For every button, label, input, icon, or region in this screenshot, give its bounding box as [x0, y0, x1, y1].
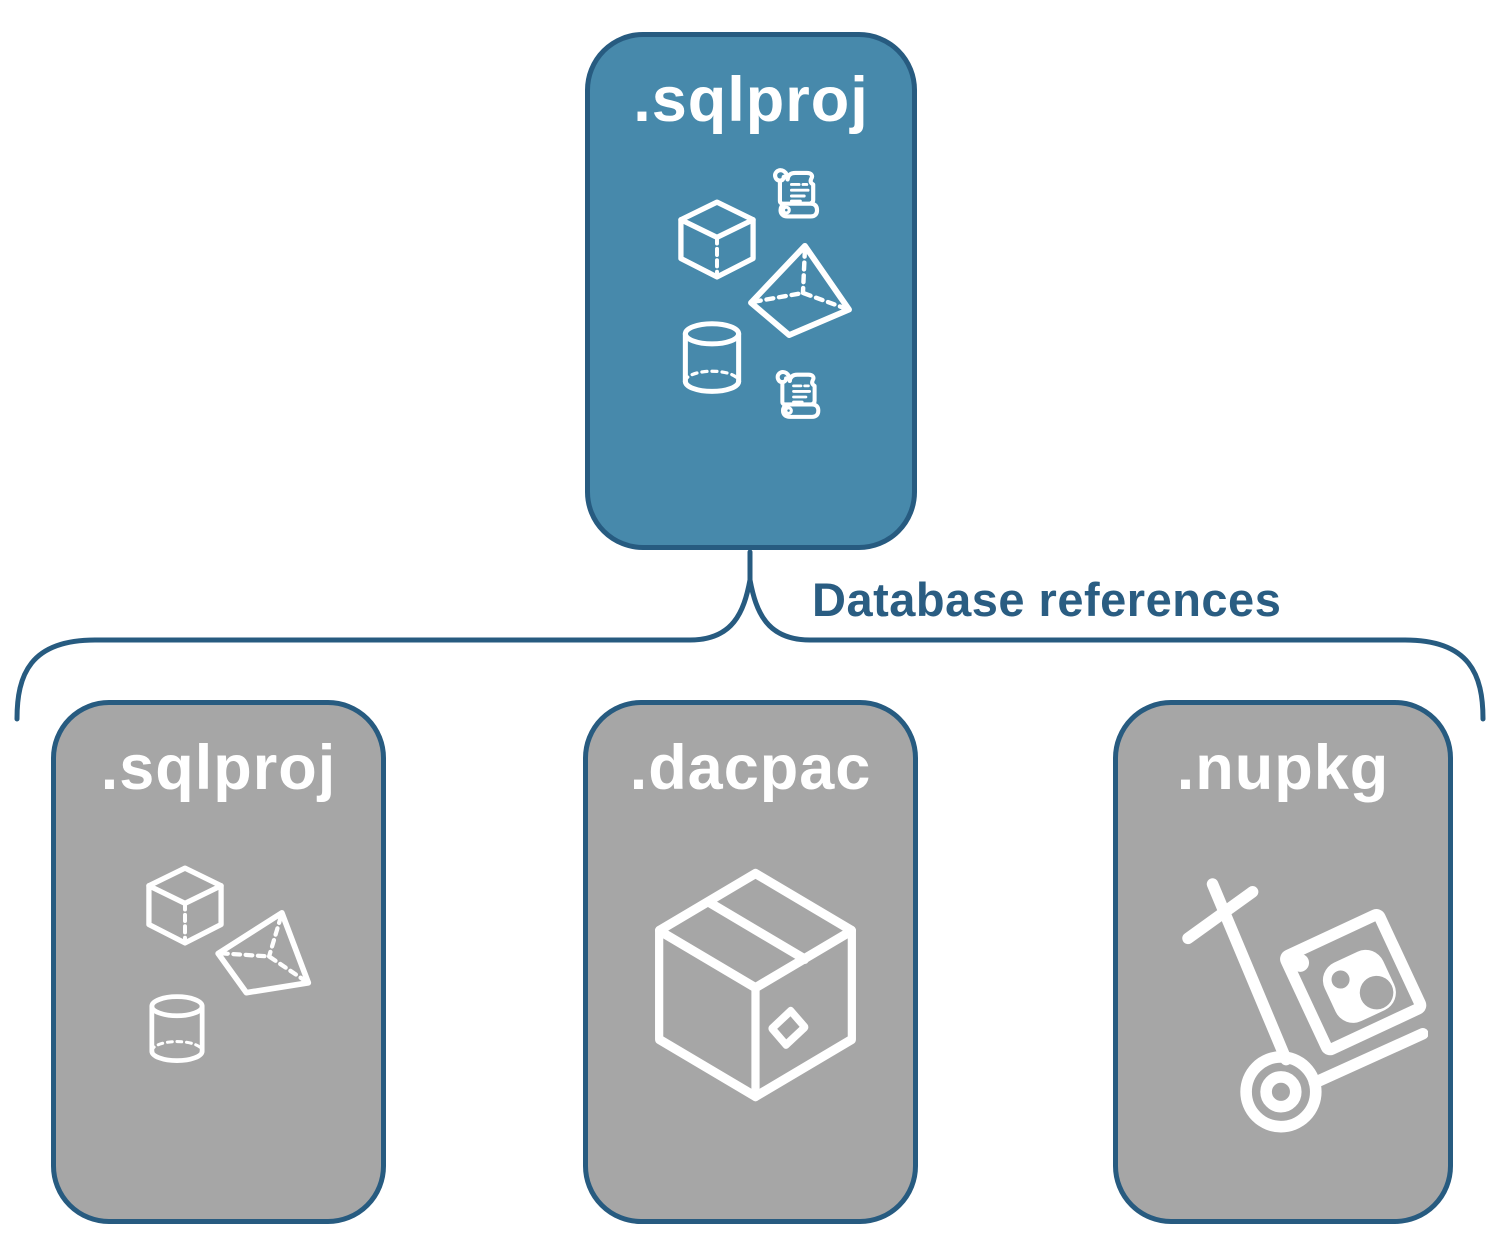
scroll-icon	[765, 365, 827, 429]
node-child-dacpac: .dacpac	[583, 700, 918, 1224]
cube-icon	[673, 195, 761, 285]
node-title: .dacpac	[629, 733, 872, 803]
node-child-sqlproj: .sqlproj	[51, 700, 386, 1224]
node-title: .nupkg	[1176, 733, 1390, 803]
node-root-sqlproj: .sqlproj	[585, 32, 917, 550]
node-title: .sqlproj	[633, 65, 869, 135]
node-title: .sqlproj	[100, 733, 337, 803]
connector-label: Database references	[812, 573, 1282, 626]
scroll-icon	[762, 163, 826, 229]
cylinder-icon	[676, 313, 748, 405]
package-box-icon	[638, 849, 873, 1121]
nuget-handtruck-icon	[1170, 853, 1428, 1141]
pyramid-icon	[745, 241, 855, 339]
cylinder-icon	[143, 987, 211, 1073]
cube-icon	[141, 861, 229, 951]
node-child-nupkg: .nupkg	[1113, 700, 1453, 1224]
pyramid-icon	[204, 892, 329, 1014]
